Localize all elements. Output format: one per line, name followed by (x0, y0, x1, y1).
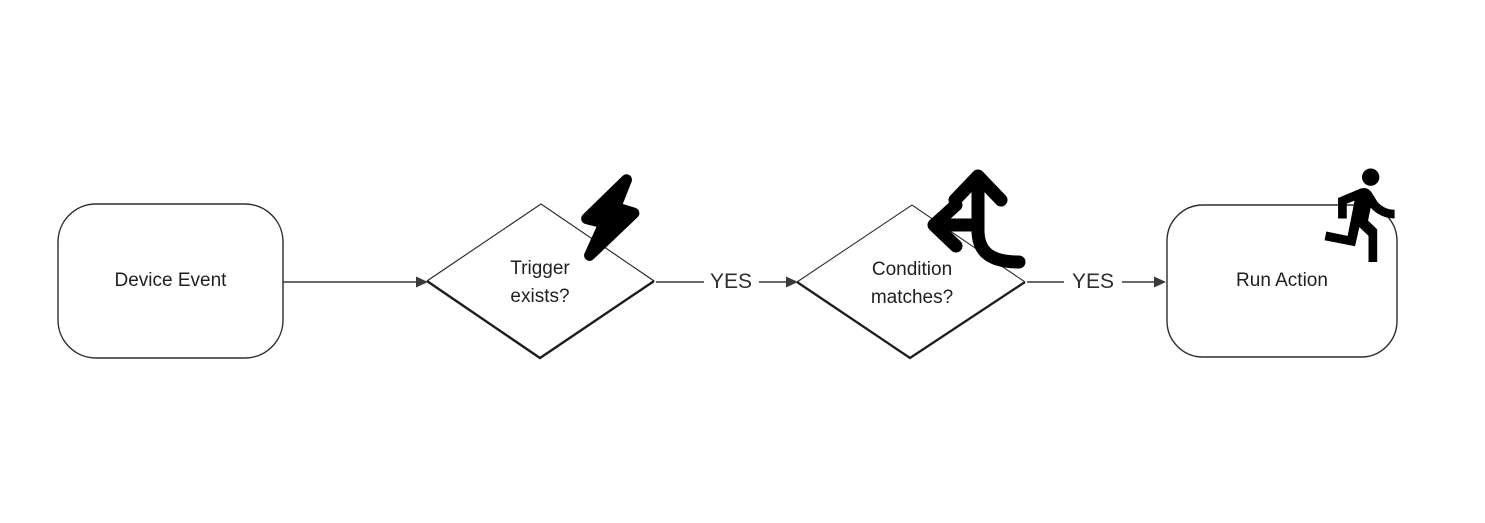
arrowhead-icon (1154, 276, 1166, 288)
lightning-bolt-icon (581, 174, 640, 261)
edge-condition-to-run (1027, 276, 1166, 288)
node-device-event-label: Device Event (114, 270, 227, 291)
edge-label-yes-condition-to-run: YES (1071, 270, 1115, 293)
node-condition-matches-label: Condition matches? (870, 259, 954, 308)
running-person-icon (1324, 168, 1395, 262)
arrowhead-icon (786, 276, 798, 288)
arrowhead-icon (416, 276, 428, 288)
edge-trigger-to-condition (656, 276, 798, 288)
directions-split-icon (927, 169, 1026, 269)
edge-label-yes-trigger-to-condition: YES (709, 270, 753, 293)
node-trigger-exists-label: Trigger exists? (510, 258, 570, 307)
node-run-action-label: Run Action (1236, 270, 1328, 291)
node-device-event-shape (57, 203, 284, 359)
edge-device-event-to-trigger (283, 276, 428, 288)
